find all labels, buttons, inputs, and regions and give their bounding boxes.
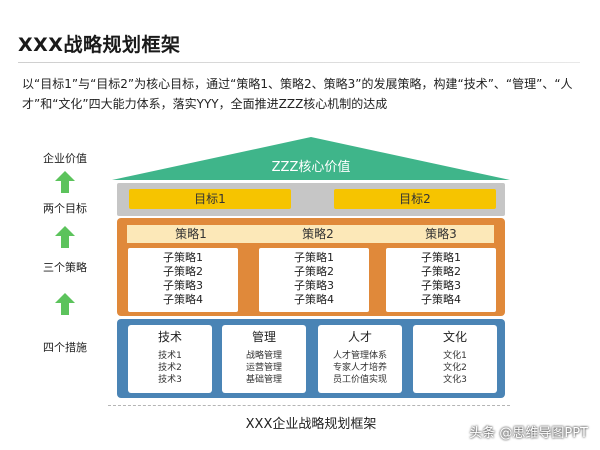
list-item: 专家人才培养	[332, 363, 387, 373]
list-item: 子策略2	[294, 265, 334, 278]
measure-box-talent: 人才 人才管理体系 专家人才培养 员工价值实现	[318, 325, 402, 393]
list-item: 子策略3	[294, 279, 334, 292]
strategy-header-bar	[127, 225, 494, 243]
list-item: 技术3	[158, 375, 182, 385]
measure-title: 文化	[442, 330, 467, 344]
sub-strategy-box-3: 子策略1 子策略2 子策略3 子策略4	[386, 248, 496, 312]
measure-title: 技术	[157, 330, 182, 344]
title-divider	[18, 62, 580, 63]
list-item: 战略管理	[245, 351, 282, 361]
sub-strategy-box-2: 子策略1 子策略2 子策略3 子策略4	[259, 248, 369, 312]
list-item: 子策略1	[421, 251, 461, 264]
measure-box-technology: 技术 技术1 技术2 技术3	[128, 325, 212, 393]
list-item: 子策略2	[163, 265, 203, 278]
left-label-enterprise-value: 企业价值	[43, 152, 87, 165]
list-item: 人才管理体系	[332, 351, 387, 361]
strategy-title-3: 策略3	[425, 227, 457, 241]
left-label-three-strategies: 三个策略	[43, 261, 87, 274]
page-title: XXX战略规划框架	[18, 34, 181, 56]
arrow-up-icon	[55, 293, 75, 315]
list-item: 子策略4	[163, 293, 203, 306]
roof-triangle	[112, 137, 510, 180]
measure-box-culture: 文化 文化1 文化2 文化3	[413, 325, 497, 393]
goal-box-1: 目标1	[129, 189, 291, 209]
goal-box-2: 目标2	[334, 189, 496, 209]
list-item: 子策略4	[421, 293, 461, 306]
strategy-title-2: 策略2	[302, 227, 334, 241]
arrow-up-icon	[55, 171, 75, 193]
list-item: 文化3	[443, 375, 467, 385]
list-item: 子策略3	[163, 279, 203, 292]
list-item: 子策略2	[421, 265, 461, 278]
list-item: 运营管理	[245, 363, 282, 373]
list-item: 基础管理	[245, 375, 282, 385]
list-item: 子策略3	[421, 279, 461, 292]
strategy-title-1: 策略1	[175, 227, 207, 241]
measure-title: 管理	[251, 330, 276, 344]
list-item: 文化2	[443, 363, 467, 373]
list-item: 员工价值实现	[332, 375, 387, 385]
list-item: 子策略4	[294, 293, 334, 306]
list-item: 子策略1	[163, 251, 203, 264]
left-label-four-measures: 四个措施	[43, 341, 87, 354]
list-item: 技术1	[158, 351, 182, 361]
measure-title: 人才	[347, 330, 372, 344]
intro-paragraph: 以“目标1”与“目标2”为核心目标，通过“策略1、策略2、策略3”的发展策略，构…	[22, 77, 573, 111]
diagram-caption: XXX企业战略规划框架	[245, 417, 377, 432]
list-item: 技术2	[158, 363, 182, 373]
arrow-up-icon	[55, 226, 75, 248]
list-item: 子策略1	[294, 251, 334, 264]
list-item: 文化1	[443, 351, 467, 361]
baseline-divider	[108, 405, 510, 406]
watermark: 头条 @思维导图PPT	[469, 426, 588, 441]
left-label-two-goals: 两个目标	[43, 202, 87, 215]
core-value-label: ZZZ核心价值	[271, 160, 351, 175]
sub-strategy-box-1: 子策略1 子策略2 子策略3 子策略4	[128, 248, 238, 312]
measure-box-management: 管理 战略管理 运营管理 基础管理	[222, 325, 306, 393]
